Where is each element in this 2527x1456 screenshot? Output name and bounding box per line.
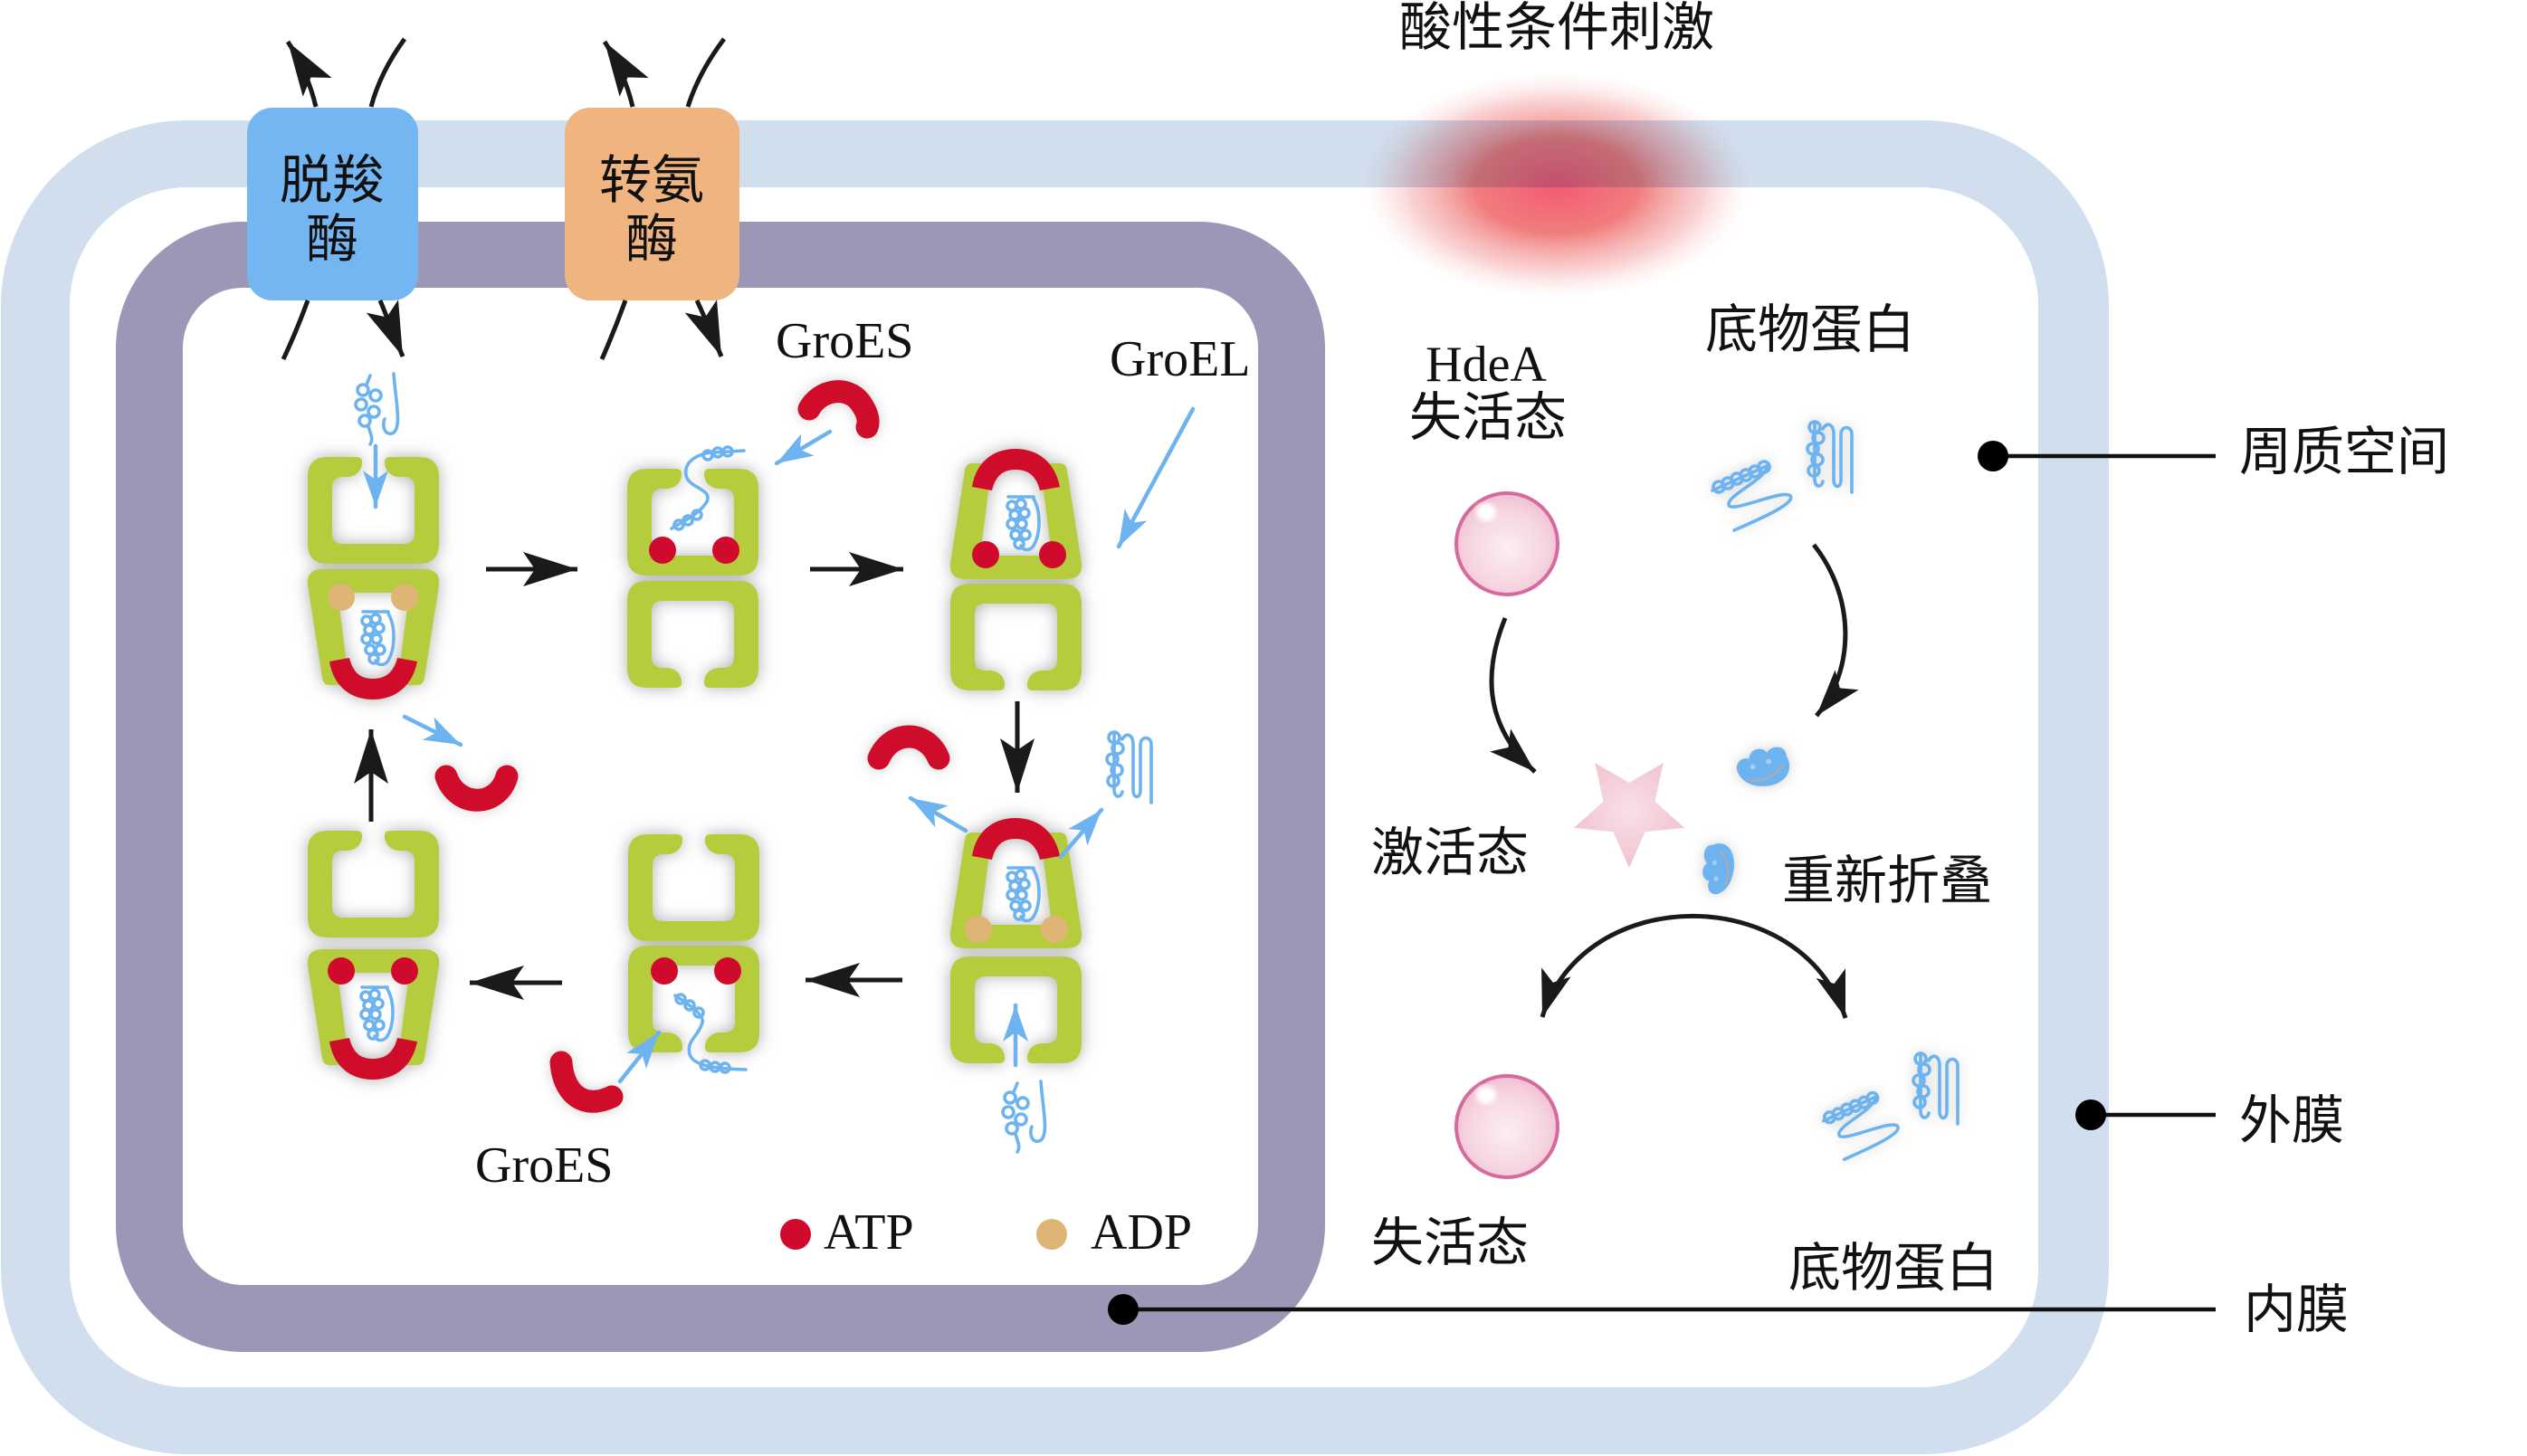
enzyme-label-line1: 转氨 bbox=[599, 151, 704, 210]
enzyme-label-line2: 酶 bbox=[625, 210, 678, 269]
substrate-line bbox=[281, 300, 310, 361]
atp-marker bbox=[972, 541, 999, 568]
atp-marker bbox=[391, 957, 418, 985]
substrate-label-top: 底物蛋白 bbox=[1705, 300, 1915, 359]
atp-marker bbox=[651, 957, 678, 985]
enzyme-decarboxylase: 脱羧 酶 bbox=[247, 37, 418, 361]
free-groes-incoming bbox=[797, 380, 880, 439]
hdea-inactive-bottom bbox=[1454, 1074, 1559, 1179]
atp-swatch bbox=[780, 1219, 811, 1250]
refolding-label: 重新折叠 bbox=[1782, 852, 1992, 910]
activation-arrow bbox=[1489, 617, 1537, 774]
import-line bbox=[368, 37, 407, 108]
binding-protein bbox=[673, 993, 748, 1074]
legend-label: ATP bbox=[824, 1204, 914, 1261]
enzyme-box bbox=[247, 108, 418, 300]
export-arrow bbox=[285, 40, 332, 108]
legend-item-atp: ATP bbox=[780, 1204, 914, 1261]
product-arrow bbox=[684, 299, 724, 357]
groes-release-arrow bbox=[908, 795, 968, 833]
binding-protein bbox=[670, 445, 746, 531]
enzyme-label-line2: 酶 bbox=[306, 210, 358, 269]
free-groes-incoming bbox=[549, 1051, 624, 1113]
release-double-arrow bbox=[1540, 913, 1848, 1019]
groes-binding-arrow bbox=[774, 429, 833, 466]
legend: ATP ADP bbox=[780, 1204, 1192, 1261]
substrate-label-bottom: 底物蛋白 bbox=[1788, 1239, 1998, 1298]
adp-swatch bbox=[1036, 1219, 1067, 1250]
adp-marker bbox=[391, 584, 418, 611]
activated-label: 激活态 bbox=[1371, 823, 1529, 882]
product-arrow bbox=[366, 300, 405, 357]
enzyme-transaminase: 转氨 酶 bbox=[565, 37, 739, 361]
acid-stimulus-glow bbox=[1362, 72, 1751, 299]
legend-item-adp: ADP bbox=[1036, 1204, 1192, 1261]
hdea-label: HdeA bbox=[1426, 337, 1547, 393]
groes-label-bottom: GroES bbox=[475, 1137, 613, 1194]
inner-membrane bbox=[116, 222, 1325, 1352]
callout-dot bbox=[2075, 1099, 2106, 1130]
substrate-binding-arrow bbox=[1812, 543, 1859, 718]
groes-release-arrow bbox=[402, 714, 463, 747]
substrate-line bbox=[599, 300, 628, 361]
atp-marker bbox=[712, 537, 739, 564]
atp-marker bbox=[328, 957, 355, 985]
cytoplasm bbox=[183, 288, 1258, 1285]
hdea-inactive-label-bottom: 失活态 bbox=[1371, 1213, 1529, 1272]
atp-marker bbox=[714, 957, 741, 985]
highlight bbox=[1476, 503, 1496, 521]
protein-release-arrow bbox=[1058, 807, 1104, 860]
hdea-active-star bbox=[1574, 763, 1684, 868]
callout-periplasm: 周质空间 bbox=[1978, 423, 2449, 481]
callout-dot bbox=[1978, 441, 2008, 471]
adp-marker bbox=[328, 584, 355, 611]
callout-label: 周质空间 bbox=[2239, 423, 2449, 481]
legend-label: ADP bbox=[1091, 1204, 1192, 1261]
hdea-inactive-top bbox=[1454, 491, 1559, 596]
export-arrow bbox=[602, 40, 649, 108]
hdea-inactive-label-top: 失活态 bbox=[1409, 388, 1567, 447]
free-groes-released bbox=[867, 725, 950, 770]
groel-pointer-arrow bbox=[1116, 406, 1196, 549]
atp-marker bbox=[1039, 541, 1066, 568]
groes-label-top: GroES bbox=[776, 313, 913, 369]
adp-marker bbox=[965, 916, 992, 943]
enzyme-box bbox=[565, 108, 739, 300]
groel-label: GroEL bbox=[1110, 331, 1251, 387]
atp-marker bbox=[649, 537, 676, 564]
import-line bbox=[685, 37, 726, 108]
callout-dot bbox=[1108, 1294, 1139, 1325]
free-groes-released bbox=[434, 765, 519, 812]
callout-outer-membrane: 外膜 bbox=[2075, 1091, 2344, 1150]
enzyme-label-line1: 脱羧 bbox=[280, 151, 385, 210]
highlight bbox=[1476, 1086, 1496, 1104]
callout-inner-membrane: 内膜 bbox=[1108, 1280, 2349, 1339]
callout-label: 外膜 bbox=[2239, 1091, 2344, 1150]
callout-label: 内膜 bbox=[2244, 1280, 2349, 1339]
acid-stimulus-label: 酸性条件刺激 bbox=[1399, 0, 1714, 57]
adp-marker bbox=[1041, 916, 1068, 943]
groes-binding-arrow bbox=[617, 1030, 662, 1084]
